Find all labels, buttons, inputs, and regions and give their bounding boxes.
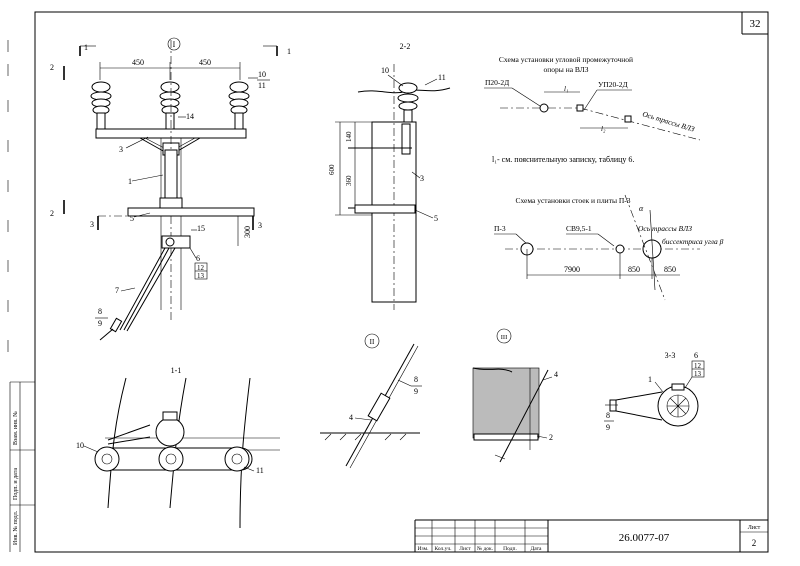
detail-II: II 8 9 4 (320, 333, 422, 469)
section-mark: 3 (90, 220, 94, 229)
plate (127, 207, 255, 217)
route-axis-label: Ось трассы ВЛЗ (641, 109, 695, 133)
main-view: I 1 1 2 2 3 3 450 450 (50, 37, 291, 341)
scheme-title: опоры на ВЛЗ (544, 65, 589, 74)
dim-label: 850 (628, 265, 640, 274)
detail-III: III 4 2 (472, 328, 558, 463)
section-mark: 1 (287, 47, 291, 56)
pos-label: 12 (197, 264, 205, 272)
side-stamp-repl: Взам. инв. № (13, 411, 19, 445)
stamp-header: Дата (531, 546, 543, 552)
stamp-header: Кол.уч. (434, 546, 452, 552)
dim-label: 850 (664, 265, 676, 274)
pos-label: 10 (381, 66, 389, 75)
section-title: 1-1 (171, 366, 182, 375)
angle-scheme: Схема установки угловой промежуточной оп… (484, 55, 701, 164)
insulator (159, 81, 181, 130)
pos-label: 8 (606, 411, 610, 420)
section-mark: 1 (84, 43, 88, 52)
dim-label: 7900 (564, 265, 580, 274)
section-title: 3-3 (665, 351, 676, 360)
dim-label: 450 (132, 58, 144, 67)
dim-label: 300 (243, 226, 252, 238)
callout-label: III (501, 334, 508, 341)
callout-circle (167, 37, 181, 51)
dim-label: 450 (199, 58, 211, 67)
pos-label: 9 (606, 423, 610, 432)
pos-label: 11 (258, 81, 266, 90)
side-stamp: Инв. № подл. Подп. и дата Взам. инв. № (7, 40, 35, 552)
alpha-label: α (639, 204, 644, 213)
route-axis-label: Ось трассы ВЛЗ (638, 224, 692, 233)
pos-label: 5 (434, 214, 438, 223)
section-title: 2-2 (400, 42, 411, 51)
pos-label: 4 (349, 413, 353, 422)
scheme-title: Схема установки стоек и плиты П-3 (515, 196, 630, 205)
title-block: Изм. Кол.уч. Лист № док. Подп. Дата 26.0… (414, 519, 768, 552)
dim-label: 140 (345, 131, 353, 142)
callout-label: I (173, 40, 176, 49)
page-number: 32 (750, 18, 761, 30)
sheet-frame (34, 11, 769, 553)
stamp-header: Изм. (418, 546, 430, 552)
pos-label: 11 (438, 73, 446, 82)
stamp-header: № док. (477, 546, 494, 552)
section-3-3: 3-3 1 6 12 13 8 9 (604, 351, 705, 432)
callout-label: II (370, 338, 375, 346)
section-2-2: 2-2 140 360 600 10 11 3 5 (328, 42, 451, 310)
pos-label: 1 (128, 177, 132, 186)
pos-label: 8 (98, 307, 102, 316)
bisector-label: биссектриса угла β (662, 237, 724, 246)
sheet-label: Лист (748, 525, 761, 531)
pos-label: 6 (196, 254, 200, 263)
pos-label: 9 (414, 387, 418, 396)
page-number-box: 32 (741, 12, 768, 35)
scheme-title: Схема установки угловой промежуточной (499, 55, 633, 64)
section-1-1: 1-1 10 11 (76, 366, 280, 529)
dim-l1: l₁ (564, 85, 568, 93)
pos-label: 13 (694, 370, 702, 378)
dim-label: 360 (345, 175, 353, 186)
stamp-header: Подп. (503, 546, 517, 552)
dim-label: 600 (328, 164, 336, 175)
pos-label: 10 (76, 441, 84, 450)
pos-label: 5 (130, 214, 134, 223)
plate-label: П-3 (494, 224, 506, 233)
pos-label: 3 (420, 174, 424, 183)
side-stamp-sign: Подп. и дата (13, 468, 19, 500)
pos-label: 4 (554, 370, 558, 379)
dim-l2: l₂ (601, 125, 606, 133)
side-stamp-inv: Инв. № подл. (13, 510, 19, 545)
pos-label: 9 (98, 319, 102, 328)
pos-label: 1 (648, 375, 652, 384)
sheet-number: 2 (752, 538, 757, 548)
section-mark: 3 (258, 221, 262, 230)
pos-label: 12 (694, 362, 702, 370)
pos-label: 10 (258, 70, 266, 79)
pos-label: 14 (186, 112, 194, 121)
scheme-note: l₁- см. пояснительную записку, таблицу 6… (492, 155, 634, 164)
section-mark: 2 (50, 209, 54, 218)
pos-label: 3 (119, 145, 123, 154)
stamp-header: Лист (459, 546, 471, 552)
post-scheme: Схема установки стоек и плиты П-3 П-3 СВ… (494, 194, 724, 301)
support-label: П20-2Д (485, 78, 509, 87)
section-mark: 2 (50, 63, 54, 72)
pos-label: 6 (694, 351, 698, 360)
post-label: СВ9,5-1 (566, 224, 592, 233)
insulator (228, 81, 250, 130)
insulator (90, 81, 112, 130)
support-label: УП20-2Д (598, 80, 628, 89)
pos-label: 15 (197, 224, 205, 233)
pos-label: 7 (115, 286, 119, 295)
foundation-block (472, 367, 540, 439)
doc-code: 26.0077-07 (619, 532, 670, 544)
pos-label: 13 (197, 272, 205, 280)
pos-label: 11 (256, 466, 264, 475)
pos-label: 2 (549, 433, 553, 442)
pos-label: 8 (414, 375, 418, 384)
